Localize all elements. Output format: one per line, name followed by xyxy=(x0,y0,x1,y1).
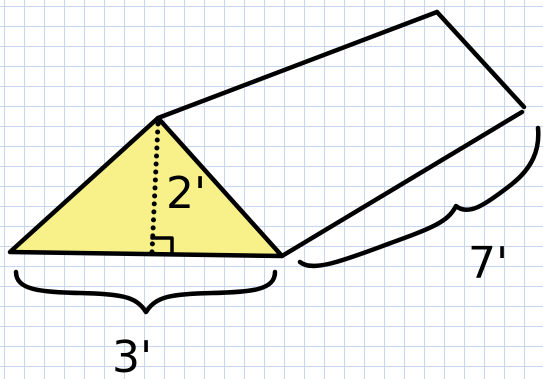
back-slope-edge xyxy=(434,9,527,110)
length-label: 7' xyxy=(468,238,508,289)
triangle-face xyxy=(10,118,282,256)
top-ridge-edge xyxy=(155,9,440,121)
bottom-side-edge xyxy=(279,109,525,259)
right-angle-mark xyxy=(150,236,174,255)
height-label: 2' xyxy=(166,168,206,219)
base-brace xyxy=(13,269,278,315)
length-brace xyxy=(297,125,541,269)
triangle-outline xyxy=(7,115,285,259)
base-label: 3' xyxy=(112,332,152,379)
dotted-height-line xyxy=(149,121,161,255)
